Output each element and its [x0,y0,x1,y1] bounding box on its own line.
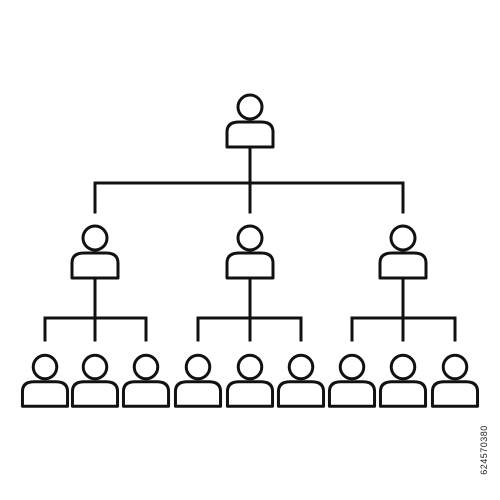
person-head [338,353,366,381]
person-icon-level2-3-1 [327,353,377,408]
stock-image-id: 624570380 [479,425,489,475]
person-icons [20,93,480,408]
person-body [327,380,377,408]
person-head [287,353,315,381]
person-head [389,224,417,252]
person-head [81,224,109,252]
person-body [276,380,326,408]
person-icon-level2-3-2 [378,353,428,408]
person-body [121,380,171,408]
person-icon-level1-1 [70,224,120,280]
person-icon-level1-2 [225,224,275,280]
person-icon-level2-1-2 [70,353,120,408]
person-head [389,353,417,381]
person-head [31,353,59,381]
person-head [132,353,160,381]
person-head [236,224,264,252]
person-body [378,380,428,408]
connector-lines [43,145,457,342]
person-icon-level1-3 [378,224,428,280]
person-body [20,380,70,408]
person-body [225,380,275,408]
person-body [225,120,275,149]
person-head [441,353,469,381]
person-icon-top [225,93,275,149]
person-head [236,93,264,121]
person-icon-level2-2-2 [225,353,275,408]
person-body [225,251,275,280]
person-icon-level2-1-3 [121,353,171,408]
person-body [430,380,480,408]
person-head [236,353,264,381]
person-icon-level2-2-3 [276,353,326,408]
person-body [70,380,120,408]
person-head [184,353,212,381]
person-icon-level2-2-1 [173,353,223,408]
person-icon-level2-1-1 [20,353,70,408]
person-body [378,251,428,280]
person-icon-level2-3-3 [430,353,480,408]
person-body [173,380,223,408]
person-body [70,251,120,280]
person-head [81,353,109,381]
